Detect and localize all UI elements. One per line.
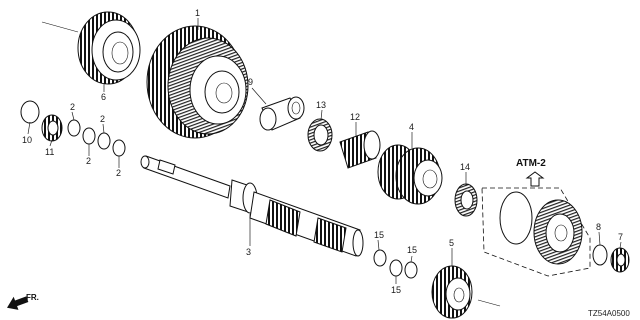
gear-part-6[interactable] <box>41 11 141 85</box>
callout-12: 12 <box>350 112 360 122</box>
thrust-bearing-part-14[interactable] <box>454 183 478 217</box>
front-direction-label: FR. <box>26 293 39 302</box>
section-label-atm-2: ATM-2 <box>516 158 546 169</box>
callout-11: 11 <box>45 147 54 157</box>
front-direction-arrow-icon <box>7 296 29 310</box>
up-arrow-icon <box>525 171 545 187</box>
callout-8: 8 <box>596 222 601 232</box>
washer-part-15-b[interactable] <box>389 259 403 277</box>
mainshaft-part-3[interactable] <box>140 155 364 257</box>
callout-13: 13 <box>316 100 326 110</box>
needle-bearing-part-12[interactable] <box>339 130 381 169</box>
callout-2-a: 2 <box>70 102 75 112</box>
gear-part-4[interactable] <box>377 144 443 205</box>
washer-part-2-b[interactable] <box>82 127 96 145</box>
thrust-bearing-part-13[interactable] <box>307 118 333 152</box>
callout-15-c: 15 <box>407 245 417 255</box>
needle-bearing-part-11[interactable] <box>41 114 63 142</box>
washer-part-8[interactable] <box>592 244 608 266</box>
callout-5: 5 <box>449 238 454 248</box>
callout-9: 9 <box>248 77 253 87</box>
callout-14: 14 <box>460 162 470 172</box>
callout-1: 1 <box>195 8 200 18</box>
callout-10: 10 <box>22 135 32 145</box>
gear-part-5[interactable] <box>431 265 501 319</box>
callout-15-b: 15 <box>391 285 401 295</box>
callout-3: 3 <box>246 247 251 257</box>
washer-part-2-d[interactable] <box>112 139 126 157</box>
washer-part-15-c[interactable] <box>404 261 418 279</box>
callout-15-a: 15 <box>374 230 384 240</box>
callout-2-d: 2 <box>116 168 121 178</box>
washer-part-2-c[interactable] <box>97 132 111 150</box>
callout-7: 7 <box>618 232 623 242</box>
collar-part-9[interactable] <box>259 96 305 131</box>
callout-2-c: 2 <box>100 114 105 124</box>
clutch-drum-part-1[interactable] <box>146 25 249 139</box>
nut-part-7[interactable] <box>610 247 630 273</box>
callout-4: 4 <box>409 122 414 132</box>
washer-part-15-a[interactable] <box>373 249 387 267</box>
callout-6: 6 <box>101 92 106 102</box>
snap-ring-part-10[interactable] <box>20 100 40 124</box>
callout-2-b: 2 <box>86 156 91 166</box>
diagram-code: TZ54A0500 <box>588 309 630 318</box>
atm-2-assembly[interactable] <box>481 187 591 277</box>
leader-lines <box>27 18 622 284</box>
washer-part-2-a[interactable] <box>67 119 81 137</box>
